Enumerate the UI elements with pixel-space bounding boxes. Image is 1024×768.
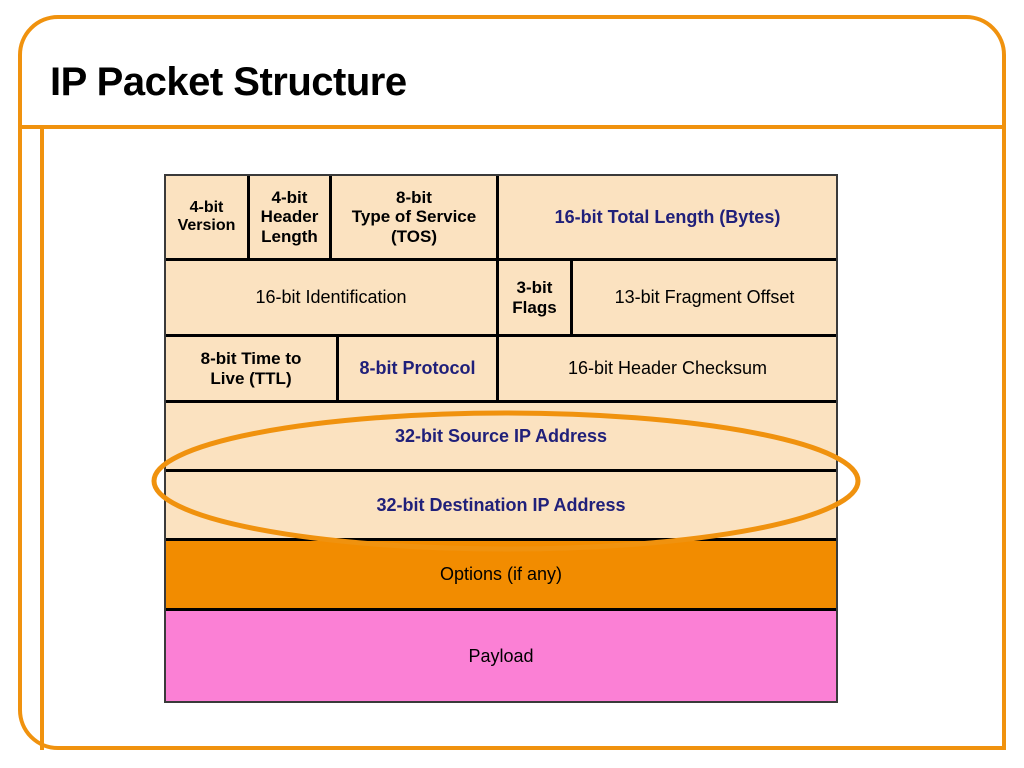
title-divider-rule xyxy=(18,125,1006,129)
field-type-of-service: 8-bit Type of Service (TOS) xyxy=(332,176,499,258)
field-header-checksum: 16-bit Header Checksum xyxy=(567,358,768,379)
field-options: Options (if any) xyxy=(439,564,563,585)
packet-row-word-5: 32-bit Destination IP Address xyxy=(166,472,836,541)
field-total-length: 16-bit Total Length (Bytes) xyxy=(554,206,781,227)
field-payload: Payload xyxy=(468,645,534,666)
frame-inner-vertical-rule xyxy=(40,127,44,750)
field-destination-ip-address: 32-bit Destination IP Address xyxy=(376,494,626,515)
frame-right-vertical-rule xyxy=(1002,127,1006,750)
field-fragment-offset: 13-bit Fragment Offset xyxy=(614,287,795,308)
packet-row-options: Options (if any) xyxy=(166,541,836,611)
field-version: 4-bit Version xyxy=(166,176,250,258)
page-title: IP Packet Structure xyxy=(50,60,407,104)
field-time-to-live: 8-bit Time to Live (TTL) xyxy=(166,337,339,400)
field-identification: 16-bit Identification xyxy=(166,261,499,334)
packet-row-payload: Payload xyxy=(166,611,836,701)
field-flags: 3-bit Flags xyxy=(499,261,573,334)
packet-row-word-1: 4-bit Version 4-bit Header Length 8-bit … xyxy=(166,176,836,261)
packet-row-word-4: 32-bit Source IP Address xyxy=(166,403,836,472)
packet-row-word-3: 8-bit Time to Live (TTL) 8-bit Protocol … xyxy=(166,337,836,403)
field-source-ip-address: 32-bit Source IP Address xyxy=(394,425,608,446)
ip-packet-diagram: 4-bit Version 4-bit Header Length 8-bit … xyxy=(164,174,838,703)
packet-row-word-2: 16-bit Identification 3-bit Flags 13-bit… xyxy=(166,261,836,337)
field-protocol: 8-bit Protocol xyxy=(339,337,499,400)
field-header-length: 4-bit Header Length xyxy=(250,176,332,258)
